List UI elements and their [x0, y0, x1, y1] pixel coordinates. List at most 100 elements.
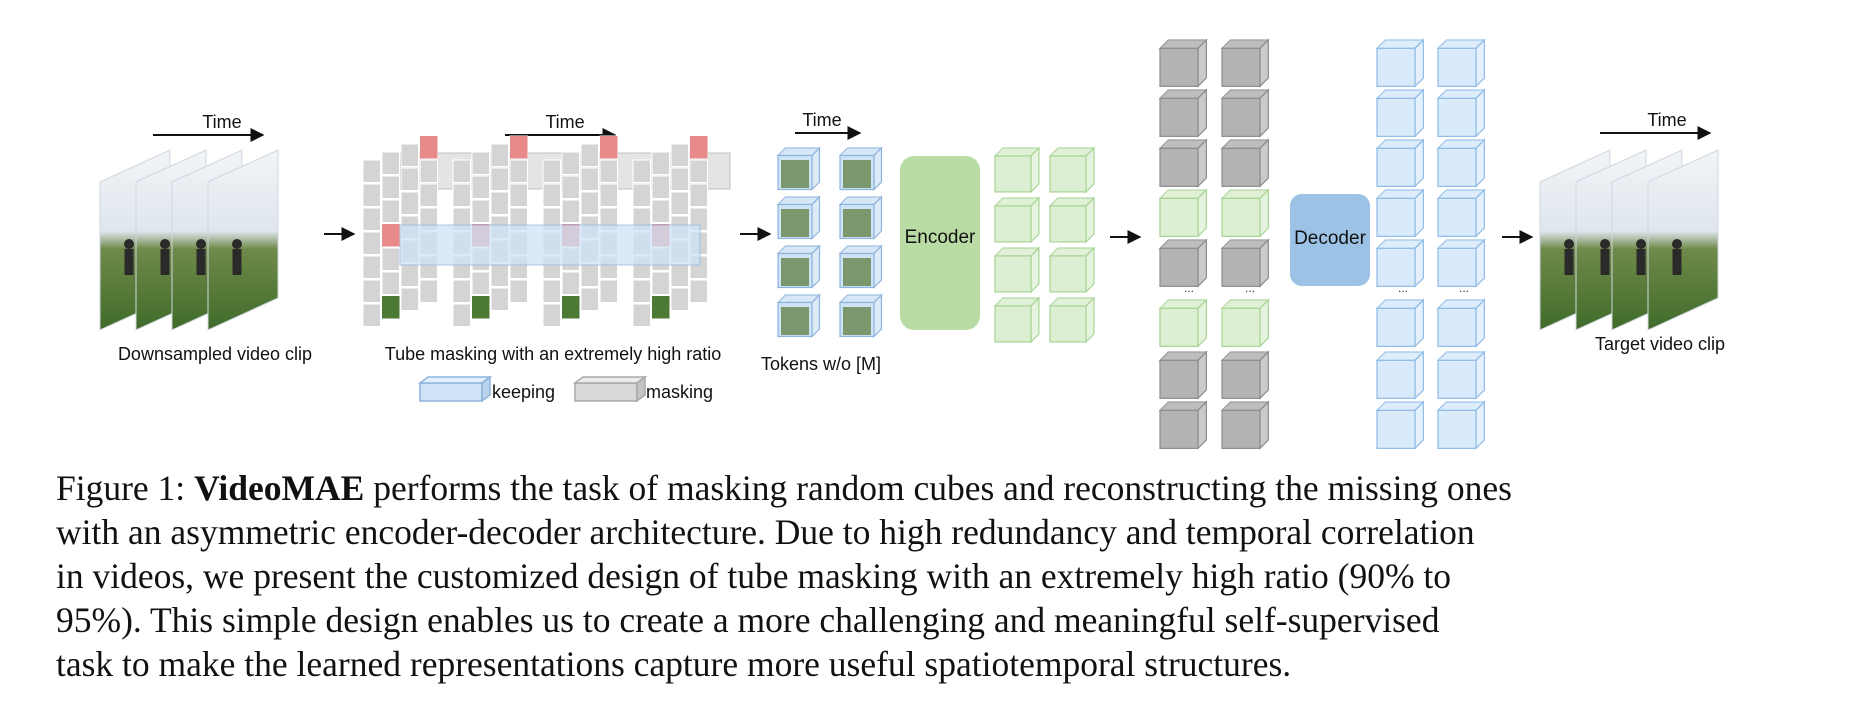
token-cube — [776, 293, 821, 338]
legend-masking-label: masking — [646, 382, 713, 402]
time-label: Time — [1647, 110, 1686, 130]
masked-token-cube — [1158, 38, 1208, 88]
masked-token-cube — [1220, 400, 1270, 450]
legend-keeping-swatch — [417, 375, 493, 403]
reconstructed-cube — [1375, 350, 1425, 400]
reconstructed-cube — [1375, 400, 1425, 450]
decoder-label: Decoder — [1294, 228, 1366, 249]
masked-token-cube — [1158, 350, 1208, 400]
masked-token-cube — [1220, 138, 1270, 188]
masked-token-cube — [1220, 38, 1270, 88]
diagram-canvas: Time Downsampled video clip Time Tube ma… — [99, 38, 1725, 450]
reconstructed-cube — [1436, 138, 1486, 188]
visible-patch — [652, 296, 670, 319]
tube-masking: Time Tube masking with an extremely high… — [362, 112, 731, 403]
reconstructed-cube — [1436, 400, 1486, 450]
encoded-token-cubes — [993, 146, 1096, 344]
decoder-block: Decoder — [1290, 194, 1370, 286]
caption-line-5: task to make the learned representations… — [56, 644, 1292, 684]
video-frame — [207, 149, 279, 331]
time-label: Time — [545, 112, 584, 132]
downsampled-clip: Time Downsampled video clip — [99, 112, 312, 364]
masked-token-cube — [1220, 88, 1270, 138]
visible-token-cube — [1220, 188, 1270, 238]
reconstructed-cube — [1436, 350, 1486, 400]
visible-patch — [562, 296, 580, 319]
ellipsis: ... — [1245, 281, 1255, 295]
masked-token-cube — [1158, 88, 1208, 138]
tokens-label: Tokens w/o [M] — [761, 354, 881, 374]
caption-bold-term: VideoMAE — [194, 468, 365, 508]
encoded-cube — [1048, 196, 1096, 244]
full-token-set — [1158, 38, 1270, 450]
encoded-cube — [993, 196, 1041, 244]
masked-token-cube — [1220, 238, 1270, 288]
masked-patch — [690, 136, 708, 159]
figure-number: Figure 1: — [56, 468, 186, 508]
masked-token-cube — [1158, 138, 1208, 188]
reconstructed-token-cubes — [1375, 38, 1486, 450]
encoded-cube — [993, 296, 1041, 344]
tokens: Time Tokens w/o [M] — [761, 110, 883, 374]
masked-patch — [510, 136, 528, 159]
videomae-diagram: Time Downsampled video clip Time Tube ma… — [99, 38, 1725, 450]
masked-patch — [420, 136, 438, 159]
encoder-label: Encoder — [905, 227, 976, 248]
ellipsis: ... — [1459, 281, 1469, 295]
caption-line-1: Figure 1: VideoMAE performs the task of … — [56, 466, 1836, 510]
token-patch — [843, 160, 871, 188]
caption-line-2: with an asymmetric encoder-decoder archi… — [56, 512, 1475, 552]
reconstructed-cube — [1436, 38, 1486, 88]
masked-patch — [600, 136, 618, 159]
token-patch — [843, 307, 871, 335]
masked-frames — [362, 135, 731, 327]
encoder-box — [900, 156, 980, 330]
video-frames — [99, 149, 279, 331]
time-label: Time — [202, 112, 241, 132]
token-patch — [781, 160, 809, 188]
token-patch — [843, 209, 871, 237]
video-frames — [1539, 149, 1719, 331]
encoded-cube — [993, 246, 1041, 294]
legend-masking-swatch — [572, 375, 648, 403]
tube-masking-label: Tube masking with an extremely high rati… — [385, 344, 722, 364]
target-clip: Time Target video clip — [1539, 110, 1725, 354]
token-cube — [838, 293, 883, 338]
token-cube — [838, 146, 883, 191]
legend-keeping-label: keeping — [492, 382, 555, 402]
reconstructed-cube — [1436, 298, 1486, 348]
encoded-cube — [1048, 146, 1096, 194]
encoded-cube — [993, 146, 1041, 194]
reconstructed-cube — [1375, 88, 1425, 138]
masked-frame — [362, 135, 438, 327]
reconstructed-cube — [1375, 298, 1425, 348]
video-frame — [1647, 149, 1719, 331]
target-label: Target video clip — [1595, 334, 1725, 354]
masked-token-cube — [1220, 350, 1270, 400]
token-cube — [776, 146, 821, 191]
encoded-cube — [1048, 296, 1096, 344]
reconstructed-cube — [1375, 238, 1425, 288]
reconstructed-cube — [1375, 138, 1425, 188]
visible-patch — [382, 296, 400, 319]
visible-token-cube — [1158, 188, 1208, 238]
reconstructed-cube — [1436, 238, 1486, 288]
token-patch — [781, 258, 809, 286]
token-patch — [843, 258, 871, 286]
downsampled-label: Downsampled video clip — [118, 344, 312, 364]
caption-line-1-text: performs the task of masking random cube… — [364, 468, 1512, 508]
encoder-block: Encoder — [900, 156, 980, 330]
reconstructed-cube — [1436, 88, 1486, 138]
token-cube — [776, 195, 821, 240]
token-cube — [776, 244, 821, 289]
encoded-cube — [1048, 246, 1096, 294]
token-cube — [838, 195, 883, 240]
time-label: Time — [802, 110, 841, 130]
keeping-tube — [399, 224, 701, 266]
visible-token-cube — [1158, 298, 1208, 348]
reconstructed-cube — [1436, 188, 1486, 238]
decoder-box — [1290, 194, 1370, 286]
reconstructed-cube — [1375, 38, 1425, 88]
masked-token-cube — [1158, 238, 1208, 288]
caption-line-3: in videos, we present the customized des… — [56, 556, 1452, 596]
